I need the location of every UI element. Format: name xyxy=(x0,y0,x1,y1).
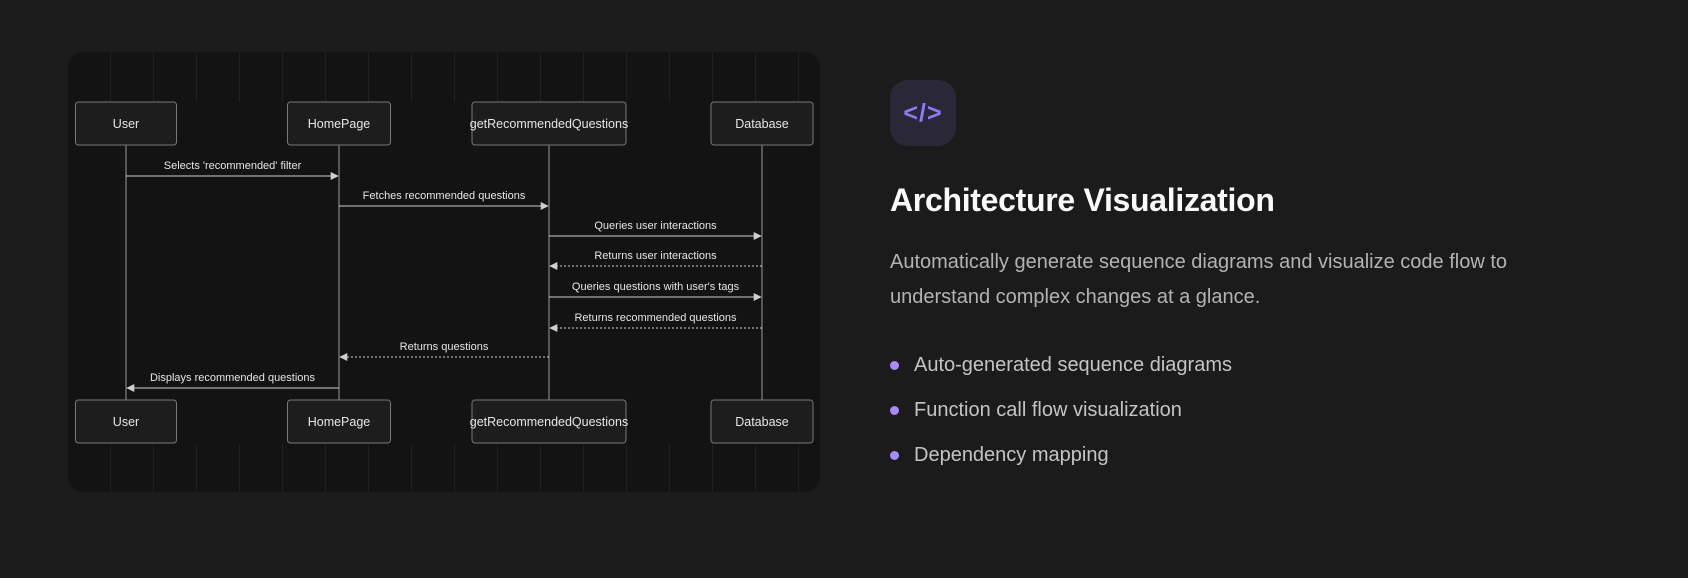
message-label: Selects 'recommended' filter xyxy=(164,160,302,172)
feature-icon-tile: </> xyxy=(890,80,956,146)
actor-box xyxy=(710,101,814,146)
list-item: Dependency mapping xyxy=(890,433,1600,478)
actor-label: Database xyxy=(735,117,789,131)
message-label: Returns recommended questions xyxy=(574,312,737,324)
feature-title: Architecture Visualization xyxy=(890,182,1275,218)
bullet-dot-icon xyxy=(890,451,899,460)
actor-box xyxy=(287,399,391,444)
message-label: Queries questions with user's tags xyxy=(572,281,740,293)
bullet-dot-icon xyxy=(890,406,899,415)
actor-label: getRecommendedQuestions xyxy=(470,117,628,131)
list-item: Function call flow visualization xyxy=(890,388,1600,433)
message-label: Fetches recommended questions xyxy=(363,190,526,202)
actor-label: HomePage xyxy=(308,415,371,429)
actor-box xyxy=(710,399,814,444)
grid-ticks-top xyxy=(68,52,820,102)
actor-label: User xyxy=(113,415,139,429)
actor-label: Database xyxy=(735,415,789,429)
actor-label: HomePage xyxy=(308,117,371,131)
actor-box xyxy=(471,101,627,146)
bullet-label: Auto-generated sequence diagrams xyxy=(914,354,1232,376)
bullet-label: Function call flow visualization xyxy=(914,399,1182,421)
feature-bullet-list: Auto-generated sequence diagrams Functio… xyxy=(890,343,1600,478)
actor-box xyxy=(287,101,391,146)
message-label: Returns questions xyxy=(400,341,489,353)
bullet-dot-icon xyxy=(890,361,899,370)
feature-section: </> Architecture Visualization Automatic… xyxy=(890,80,1600,478)
message-label: Displays recommended questions xyxy=(150,372,316,384)
bullet-label: Dependency mapping xyxy=(914,444,1109,466)
message-label: Returns user interactions xyxy=(594,250,717,262)
code-slash-icon: </> xyxy=(903,98,943,127)
actor-box xyxy=(75,399,177,444)
actor-label: getRecommendedQuestions xyxy=(470,415,628,429)
feature-description: Automatically generate sequence diagrams… xyxy=(890,251,1508,308)
actor-box xyxy=(75,101,177,146)
actor-label: User xyxy=(113,117,139,131)
list-item: Auto-generated sequence diagrams xyxy=(890,343,1600,388)
grid-ticks-bottom xyxy=(68,444,820,492)
actor-box xyxy=(471,399,627,444)
message-label: Queries user interactions xyxy=(594,220,717,232)
